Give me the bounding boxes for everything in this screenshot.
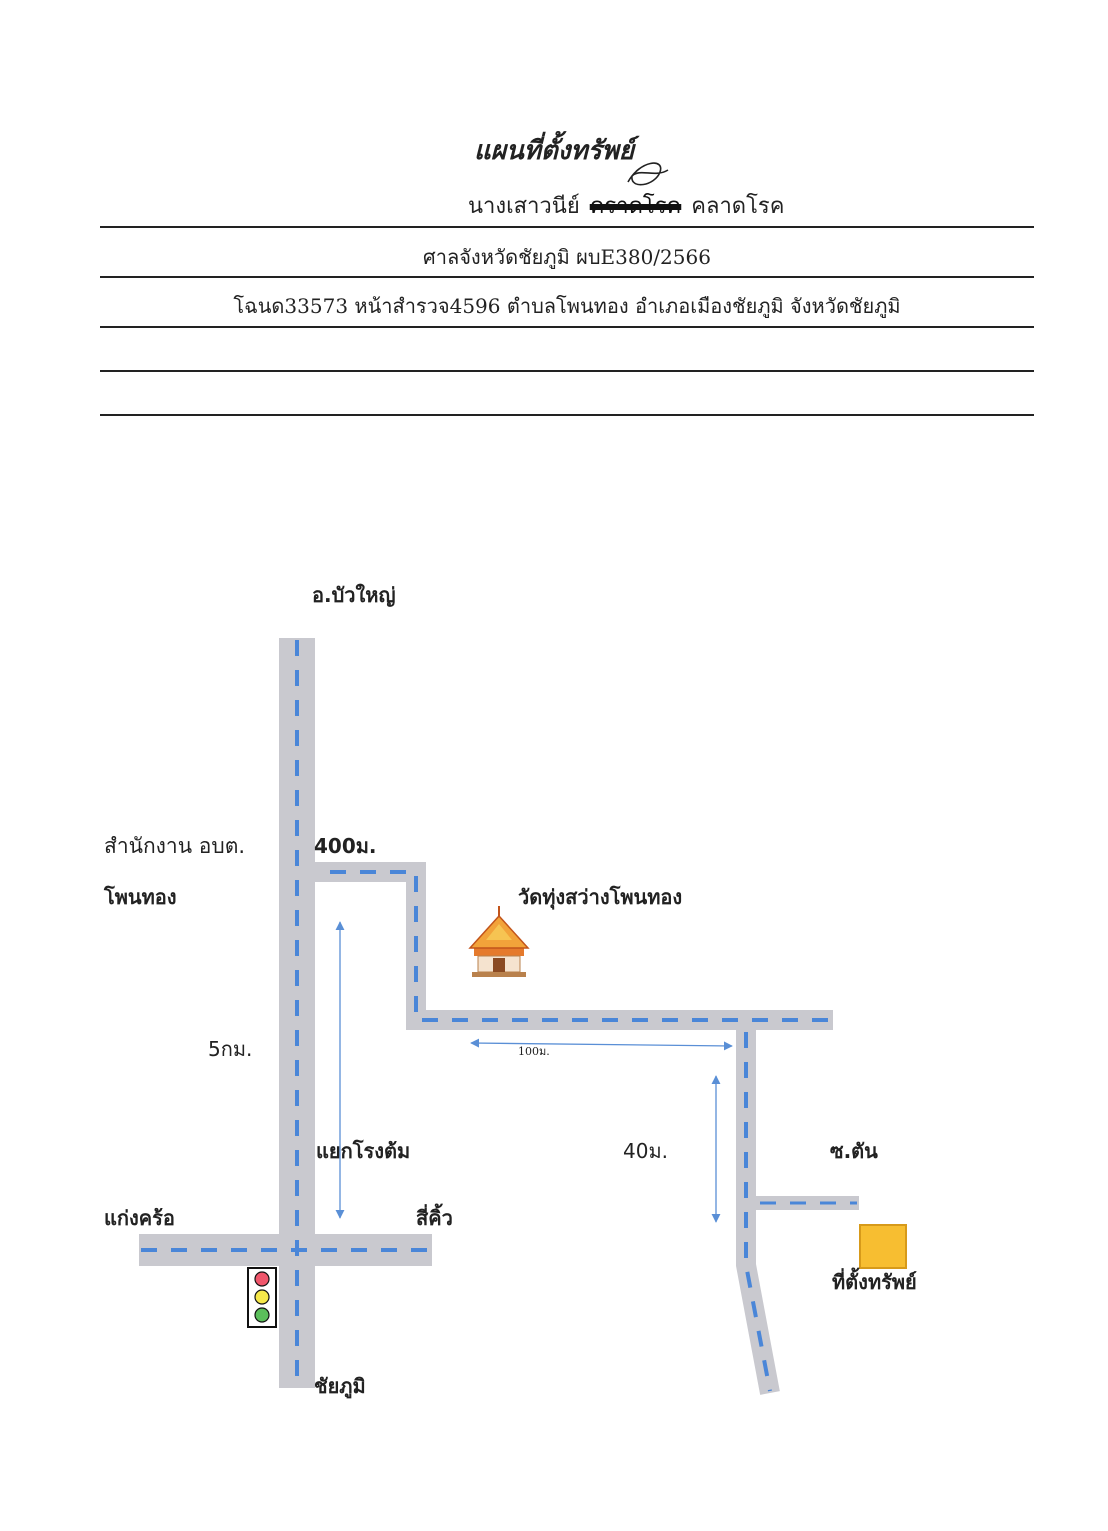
divider-line — [100, 276, 1034, 278]
label-dist-400: 400ม. — [314, 834, 377, 858]
arrow-100m — [470, 1038, 733, 1051]
divider-line — [100, 370, 1034, 372]
label-dist-100: 100ม. — [518, 1045, 550, 1058]
label-soi: ซ.ตัน — [830, 1139, 878, 1163]
owner-corrected-surname: คลาดโรค — [691, 194, 785, 219]
property-square-icon — [859, 1224, 907, 1269]
label-junction: แยกโรงต้ม — [316, 1139, 410, 1163]
label-temple: วัดทุ่งสว่างโพนทอง — [518, 885, 682, 910]
label-north-destination: อ.บัวใหญ่ — [312, 583, 396, 607]
label-property: ที่ตั้งทรัพย์ — [832, 1267, 917, 1294]
distance-arrows — [335, 921, 733, 1223]
label-dist-40: 40ม. — [623, 1139, 668, 1163]
label-east-destination: สี่คิ้ว — [416, 1203, 453, 1230]
court-case-text: ศาลจังหวัดชัยภูมิ ผบE380/2566 — [423, 245, 711, 269]
label-dist-5km: 5กม. — [208, 1037, 252, 1061]
soi-road — [736, 1030, 780, 1395]
owner-struck-surname: คราดโรค — [589, 194, 682, 219]
owner-name-line: นางเสาวนีย์ คราดโรค คลาดโรค — [468, 188, 784, 223]
divider-line — [100, 326, 1034, 328]
map-labels: อ.บัวใหญ่ สำนักงาน อบต. โพนทอง 400ม. วัด… — [103, 583, 917, 1400]
label-west-destination: แก่งคร้อ — [104, 1206, 175, 1230]
road-dashes — [141, 640, 857, 1392]
temple-icon — [468, 906, 530, 977]
page-title: แผนที่ตั้งทรัพย์ — [474, 136, 634, 166]
label-sao-office-line2: โพนทอง — [103, 885, 177, 909]
initials-mark — [627, 162, 669, 186]
label-sao-office-line1: สำนักงาน อบต. — [104, 834, 245, 858]
land-location-text: โฉนด33573 หน้าสำรวจ4596 ตำบลโพนทอง อำเภอ… — [233, 294, 901, 318]
owner-prefix: นางเสาวนีย์ — [468, 194, 580, 219]
divider-line — [100, 414, 1034, 416]
divider-line — [100, 226, 1034, 228]
traffic-light-icon — [247, 1267, 277, 1328]
label-south-destination: ชัยภูมิ — [314, 1374, 366, 1400]
